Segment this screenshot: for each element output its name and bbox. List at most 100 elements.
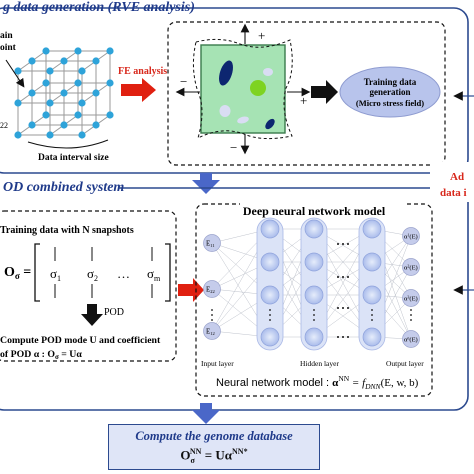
matrix-entry: σ1 — [50, 266, 61, 283]
rve-inclusion-light1 — [263, 68, 273, 76]
matrix-bracket-right — [165, 243, 171, 302]
grid-point — [46, 67, 54, 75]
ellipsis-dot — [410, 319, 412, 321]
hidden-node — [304, 252, 324, 272]
grid-point — [60, 121, 68, 129]
hidden-node — [362, 219, 382, 239]
genome-database-equation: OσNN = UαNN* — [180, 447, 248, 465]
grid-point — [14, 67, 22, 75]
grid-point — [78, 131, 86, 139]
grid-point — [74, 47, 82, 55]
section-pod-combined: OD combined system Ad data i Training da… — [0, 162, 474, 411]
output-node — [402, 289, 420, 307]
grid-point — [60, 89, 68, 97]
pod-arrow — [81, 304, 103, 326]
input-node-label: E11 — [206, 240, 215, 249]
flow-arrow-down-1 — [192, 173, 220, 194]
grid-point — [78, 67, 86, 75]
grid-point — [14, 99, 22, 107]
rve-inclusion-light2 — [219, 105, 231, 117]
ellipsis-dot — [269, 319, 271, 321]
fe-analysis-label: FE analysis — [118, 66, 167, 77]
ellipsis-dot — [347, 307, 349, 309]
ellipsis-dot — [211, 314, 213, 316]
snapshot-title: Training data with N snapshots — [0, 225, 134, 236]
output-node-label: αn(E) — [404, 336, 418, 344]
output-node — [402, 258, 420, 276]
flow-arrow-down-2 — [192, 403, 220, 424]
ellipsis-dot — [269, 314, 271, 316]
grid-point — [42, 79, 50, 87]
genome-database-title: Compute the genome database — [135, 429, 293, 443]
ellipsis-dot — [211, 309, 213, 311]
hidden-node — [304, 327, 324, 347]
genome-database-box: Compute the genome database OσNN = UαNN* — [108, 424, 320, 470]
nn-formula: Neural network model : αNN = fDNN(E, w, … — [216, 374, 419, 391]
compute-pod-line2: of POD α : Oσ = Uα — [0, 349, 82, 361]
ellipsis-dot — [371, 309, 373, 311]
grid-label-oint: oint — [0, 43, 17, 53]
training-label-line1: Training data — [364, 77, 417, 87]
matrix-entry: σ2 — [87, 266, 98, 283]
sign-right: + — [300, 93, 307, 108]
ellipsis-dot — [410, 309, 412, 311]
grid-point — [106, 111, 114, 119]
input-layer-label: Input layer — [201, 359, 234, 368]
ellipsis-dot — [313, 309, 315, 311]
grid-point — [28, 121, 36, 129]
ellipsis-dot — [342, 307, 344, 309]
matrix-lhs: Oσ = — [4, 265, 31, 281]
rve-inclusion-dark — [219, 60, 233, 86]
rve-dashed-box — [167, 21, 446, 166]
grid-point — [92, 121, 100, 129]
input-node-label: E12 — [206, 328, 215, 337]
grid-pointer-arrow — [5, 59, 25, 88]
ellipsis-dot — [337, 276, 339, 278]
input-node — [203, 280, 221, 298]
output-layer-label: Output layer — [386, 359, 424, 368]
hidden-layer-label: Hidden layer — [300, 359, 339, 368]
ellipsis-dot — [371, 314, 373, 316]
section2-title-bg — [0, 178, 118, 194]
grid-point — [28, 57, 36, 65]
hidden-node — [362, 285, 382, 305]
matrix-bracket-left — [34, 243, 40, 302]
interval-label: Data interval size — [38, 153, 109, 163]
fe-analysis-arrow — [121, 78, 156, 102]
matrix-entry: σm — [147, 266, 161, 283]
training-label-line3: (Micro stress field) — [356, 98, 424, 108]
hidden-node — [304, 219, 324, 239]
ellipsis-dot — [347, 243, 349, 245]
grid-point — [106, 47, 114, 55]
grid-label-e22: 22 — [0, 121, 8, 130]
section1-frame — [0, 7, 469, 174]
ellipsis-dot — [342, 336, 344, 338]
ellipsis-dot — [313, 314, 315, 316]
grid-point — [92, 89, 100, 97]
ellipsis-dot — [211, 319, 213, 321]
ellipsis-dot — [410, 314, 412, 316]
hidden-node — [260, 285, 280, 305]
grid-point — [42, 111, 50, 119]
ellipsis-dot — [337, 307, 339, 309]
grid-point — [42, 47, 50, 55]
pod-to-nn-arrow — [178, 278, 204, 302]
section2-title: OD combined system — [3, 180, 124, 195]
compute-pod-line1: Compute POD mode U and coefficient — [0, 335, 161, 346]
ellipsis-dot — [347, 276, 349, 278]
grid-point — [14, 131, 22, 139]
side-label-line2: data i — [440, 187, 467, 199]
section-rve-analysis: g data generation (RVE analysis) ain oin… — [0, 0, 474, 174]
grid-point — [46, 99, 54, 107]
hidden-node — [260, 327, 280, 347]
hidden-node — [304, 285, 324, 305]
hidden-layer-column — [358, 217, 386, 351]
ellipsis-dot — [347, 336, 349, 338]
nn-title: Deep neural network model — [243, 204, 386, 218]
grid-point — [60, 57, 68, 65]
ellipsis-dot — [337, 243, 339, 245]
section2-frame — [0, 187, 469, 411]
grid-point — [106, 79, 114, 87]
